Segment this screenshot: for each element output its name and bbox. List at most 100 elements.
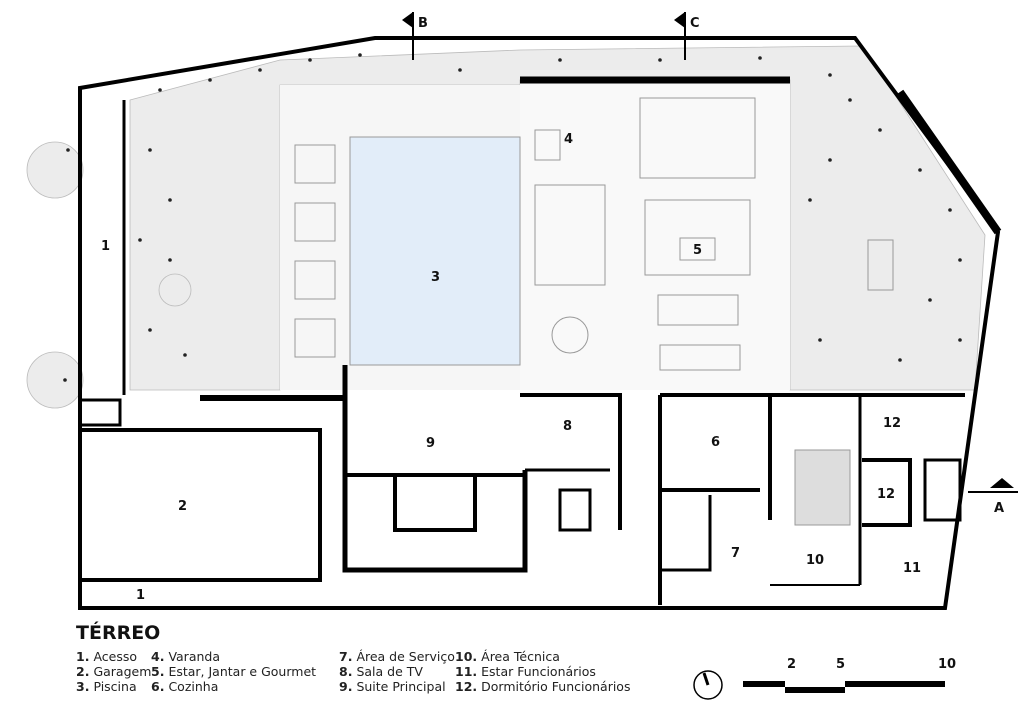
- legend-label: Estar Funcionários: [481, 664, 596, 679]
- legend-item: 4. Varanda: [151, 649, 316, 664]
- legend-number: 1.: [76, 649, 90, 664]
- tree-dot: [148, 328, 152, 332]
- furniture: [294, 97, 894, 526]
- room-8: 8: [563, 419, 572, 434]
- tree-dot: [148, 148, 152, 152]
- legend-col-2: 4. Varanda 5. Estar, Jantar e Gourmet 6.…: [151, 649, 316, 694]
- tree-dot: [818, 338, 822, 342]
- legend-item: 6. Cozinha: [151, 679, 316, 694]
- legend-item: 10. Área Técnica: [455, 649, 630, 664]
- legend-item: 11. Estar Funcionários: [455, 664, 630, 679]
- scale-bar: 2 5 10: [743, 657, 956, 693]
- section-marker-b: B: [402, 12, 428, 60]
- legend-item: 5. Estar, Jantar e Gourmet: [151, 664, 316, 679]
- pool: [349, 136, 521, 366]
- legend-item: 3. Piscina: [76, 679, 151, 694]
- scale-tick: 10: [938, 657, 956, 672]
- legend-number: 9.: [339, 679, 353, 694]
- tree-dot: [358, 53, 362, 57]
- tree-dot: [138, 238, 142, 242]
- legend-item: 1. Acesso: [76, 649, 151, 664]
- legend-number: 6.: [151, 679, 165, 694]
- tree-dot: [958, 338, 962, 342]
- tree-dots: [63, 53, 962, 382]
- tree-dot: [208, 78, 212, 82]
- legend-number: 3.: [76, 679, 90, 694]
- legend-label: Sala de TV: [356, 664, 423, 679]
- room-10: 10: [806, 553, 824, 568]
- legend-label: Suite Principal: [356, 679, 446, 694]
- tree-dot: [168, 258, 172, 262]
- living-area-floor: [520, 80, 790, 390]
- room-labels: 1 2 3 4 5 6 7 8 9 10 11 12 12 1: [101, 132, 921, 603]
- tree-dot: [828, 158, 832, 162]
- legend-label: Estar, Jantar e Gourmet: [168, 664, 317, 679]
- legend-label: Área Técnica: [481, 649, 560, 664]
- tree-dot: [183, 353, 187, 357]
- legend-number: 7.: [339, 649, 353, 664]
- room-1-side: 1: [136, 588, 145, 603]
- tree-dot: [168, 198, 172, 202]
- room-5: 5: [693, 243, 702, 258]
- tree-dot: [658, 58, 662, 62]
- legend-label: Varanda: [168, 649, 220, 664]
- legend-label: Piscina: [93, 679, 137, 694]
- room-9: 9: [426, 436, 435, 451]
- legend-col-4: 10. Área Técnica 11. Estar Funcionários …: [455, 649, 630, 694]
- legend-number: 10.: [455, 649, 478, 664]
- tree-dot: [558, 58, 562, 62]
- room-11: 11: [903, 561, 921, 576]
- tree-dot: [848, 98, 852, 102]
- tree-dot: [158, 88, 162, 92]
- section-marker-a: A: [968, 478, 1018, 516]
- tree-dot: [958, 258, 962, 262]
- room-3: 3: [431, 270, 440, 285]
- legend-col-3: 7. Área de Serviço 8. Sala de TV 9. Suit…: [339, 649, 455, 694]
- room-12b: 12: [877, 487, 895, 502]
- room-1: 1: [101, 239, 110, 254]
- legend-label: Garagem: [93, 664, 152, 679]
- walls: [78, 36, 1002, 610]
- legend-col-1: 1. Acesso 2. Garagem 3. Piscina: [76, 649, 151, 694]
- room-4: 4: [564, 132, 573, 147]
- tree-dot: [308, 58, 312, 62]
- tree-dot: [828, 73, 832, 77]
- tree-dot: [928, 298, 932, 302]
- section-arrow-icon: [402, 12, 413, 28]
- tree-dot: [878, 128, 882, 132]
- legend-item: 8. Sala de TV: [339, 664, 455, 679]
- section-arrow-icon: [990, 478, 1014, 488]
- legend-number: 5.: [151, 664, 165, 679]
- tree-dot: [258, 68, 262, 72]
- tree-dot: [66, 148, 70, 152]
- room-2: 2: [178, 499, 187, 514]
- scale-tick: 5: [836, 657, 845, 672]
- legend-number: 2.: [76, 664, 90, 679]
- scale-tick: 2: [787, 657, 796, 672]
- legend-label: Área de Serviço: [356, 649, 455, 664]
- legend-number: 11.: [455, 664, 478, 679]
- legend-item: 2. Garagem: [76, 664, 151, 679]
- legend-item: 9. Suite Principal: [339, 679, 455, 694]
- legend-label: Cozinha: [168, 679, 219, 694]
- legend-number: 4.: [151, 649, 165, 664]
- tree-dot: [758, 56, 762, 60]
- tree-dot: [918, 168, 922, 172]
- tree-dot: [808, 198, 812, 202]
- section-label-c: C: [690, 16, 700, 31]
- section-label-a: A: [994, 501, 1004, 516]
- room-6: 6: [711, 435, 720, 450]
- section-marker-c: C: [674, 12, 700, 60]
- legend-label: Acesso: [93, 649, 138, 664]
- tree-dot: [63, 378, 67, 382]
- legend-label: Dormitório Funcionários: [481, 679, 631, 694]
- tree-dot: [898, 358, 902, 362]
- legend-number: 12.: [455, 679, 478, 694]
- section-arrow-icon: [674, 12, 685, 28]
- legend-number: 8.: [339, 664, 353, 679]
- legend-item: 12. Dormitório Funcionários: [455, 679, 630, 694]
- section-label-b: B: [418, 16, 428, 31]
- tree-dot: [948, 208, 952, 212]
- room-12a: 12: [883, 416, 901, 431]
